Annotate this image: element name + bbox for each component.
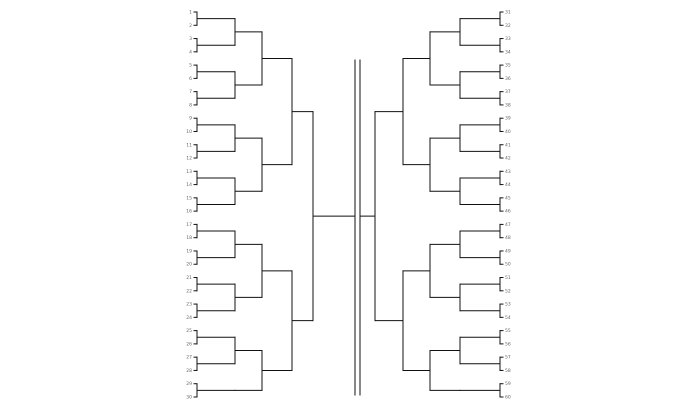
left-seed-label: 15 <box>186 195 192 201</box>
right-seed-label: 34 <box>505 49 511 55</box>
left-seed-label: 17 <box>186 222 192 228</box>
right-seed-label: 45 <box>505 195 511 201</box>
left-seed-label: 11 <box>186 142 192 148</box>
bracket-lines <box>193 11 504 398</box>
right-seed-label: 50 <box>505 262 511 268</box>
right-seed-label: 31 <box>505 10 511 16</box>
left-seed-label: 14 <box>186 182 192 188</box>
right-seed-label: 38 <box>505 102 511 108</box>
left-seed-label: 27 <box>186 355 192 361</box>
left-seed-label: 1 <box>189 10 192 16</box>
right-seed-label: 53 <box>505 302 511 308</box>
left-seed-label: 7 <box>189 89 192 95</box>
right-seed-label: 37 <box>505 89 511 95</box>
right-seed-label: 48 <box>505 235 511 241</box>
left-seed-label: 22 <box>186 288 192 294</box>
left-seed-label: 5 <box>189 63 192 69</box>
left-seed-label: 16 <box>186 209 192 215</box>
right-seed-label: 58 <box>505 368 511 374</box>
left-seed-label: 3 <box>189 36 192 42</box>
left-seed-label: 19 <box>186 248 192 254</box>
right-seed-label: 43 <box>505 169 511 175</box>
right-seed-label: 44 <box>505 182 511 188</box>
left-seed-label: 20 <box>186 262 192 268</box>
right-seed-label: 35 <box>505 63 511 69</box>
right-seed-label: 52 <box>505 288 511 294</box>
right-seed-label: 39 <box>505 116 511 122</box>
left-seed-label: 28 <box>186 368 192 374</box>
right-seed-label: 33 <box>505 36 511 42</box>
left-seed-label: 6 <box>189 76 192 82</box>
right-seed-label: 59 <box>505 381 511 387</box>
right-seed-label: 46 <box>505 209 511 215</box>
left-seed-label: 12 <box>186 156 192 162</box>
left-seed-label: 23 <box>186 302 192 308</box>
right-seed-label: 57 <box>505 355 511 361</box>
right-seed-label: 54 <box>505 315 511 321</box>
left-seed-label: 25 <box>186 328 192 334</box>
left-seed-label: 2 <box>189 23 192 29</box>
right-seed-label: 47 <box>505 222 511 228</box>
left-seed-label: 26 <box>186 341 192 347</box>
left-seed-label: 10 <box>186 129 192 135</box>
left-seed-label: 18 <box>186 235 192 241</box>
right-seed-label: 42 <box>505 156 511 162</box>
right-seed-label: 36 <box>505 76 511 82</box>
right-seed-label: 56 <box>505 341 511 347</box>
left-seed-label: 13 <box>186 169 192 175</box>
left-seed-label: 8 <box>189 102 192 108</box>
right-seed-label: 55 <box>505 328 511 334</box>
right-seed-label: 41 <box>505 142 511 148</box>
right-seed-label: 51 <box>505 275 511 281</box>
right-seed-label: 49 <box>505 248 511 254</box>
left-seed-label: 30 <box>186 395 192 401</box>
seed-labels: 1234567891011121314151617181920212223242… <box>186 10 511 401</box>
right-seed-label: 40 <box>505 129 511 135</box>
left-seed-label: 24 <box>186 315 192 321</box>
left-seed-label: 4 <box>189 49 192 55</box>
right-seed-label: 60 <box>505 395 511 401</box>
right-seed-label: 32 <box>505 23 511 29</box>
left-seed-label: 21 <box>186 275 192 281</box>
left-seed-label: 9 <box>189 116 192 122</box>
left-seed-label: 29 <box>186 381 192 387</box>
